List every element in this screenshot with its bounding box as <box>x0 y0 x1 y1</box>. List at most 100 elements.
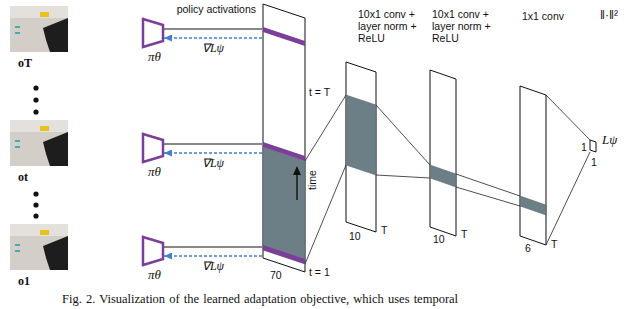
projection-line <box>546 152 590 245</box>
robot-arm <box>43 132 68 166</box>
teal-mark <box>15 244 20 246</box>
policy-network: πθ <box>142 133 164 163</box>
dimension-label: 1 <box>591 156 597 168</box>
gradient-label: ∇Lψ <box>201 156 225 171</box>
receptive-patch <box>430 165 456 187</box>
time-label: t = T <box>309 86 330 98</box>
projection-line <box>305 165 346 264</box>
node-shape <box>142 236 164 266</box>
node-shape <box>590 140 596 152</box>
timestep-band <box>263 245 305 264</box>
observation-label: o1 <box>18 274 30 289</box>
node-shape <box>142 18 164 48</box>
axis-label: time <box>306 170 318 190</box>
loss-output: Lψ <box>590 140 596 152</box>
node-shape <box>10 224 68 270</box>
time-arrowhead <box>293 166 301 175</box>
time-label: t = 1 <box>309 266 330 278</box>
layer-heading: 10x1 conv + layer norm + ReLU <box>432 8 502 44</box>
figure-caption: Fig. 2. Visualization of the learned ada… <box>62 292 458 307</box>
policy-network: πθ <box>142 18 164 48</box>
yellow-block <box>40 126 49 131</box>
dot <box>33 191 38 196</box>
teal-mark <box>15 250 20 252</box>
dimension-label: T <box>381 224 387 236</box>
layer-plane <box>430 70 456 236</box>
layer-plane <box>346 62 376 232</box>
activation-line <box>164 29 262 30</box>
node-shape <box>520 86 546 245</box>
node-shape <box>10 120 68 166</box>
photo-wall <box>10 120 68 132</box>
photo-ground <box>10 6 68 52</box>
node-shape <box>10 6 68 52</box>
dimension-label: 1 <box>581 141 587 153</box>
dimension-label: 10 <box>433 233 445 245</box>
policy-label: πθ <box>148 267 161 283</box>
dimension-label: 6 <box>525 242 531 254</box>
conv-layer: 10x1 conv + layer norm + ReLU <box>430 70 456 236</box>
observation-image: ot <box>10 120 68 166</box>
projection-line <box>456 174 520 196</box>
receptive-patch <box>520 196 546 215</box>
network-trapezoid <box>143 19 163 47</box>
robot-arm <box>43 236 68 270</box>
projection-line <box>456 187 520 206</box>
photo-wall <box>10 224 68 236</box>
layer-plane <box>263 4 305 272</box>
projection-line <box>305 95 346 161</box>
observation-label: ot <box>18 170 28 185</box>
observation-label: oT <box>18 56 32 71</box>
gradient-arrow <box>164 37 262 39</box>
photo-ground <box>10 120 68 166</box>
yellow-block <box>40 12 49 17</box>
node-shape <box>430 70 456 236</box>
activation-line <box>164 247 262 248</box>
layer-plane <box>590 140 596 152</box>
time-arrow <box>296 174 297 200</box>
receptive-patch <box>263 147 305 264</box>
loss-label: Lψ <box>602 132 617 148</box>
dot <box>33 109 38 114</box>
photo-ground <box>10 224 68 270</box>
teal-mark <box>15 26 20 28</box>
layer-heading: 1x1 conv <box>522 10 564 22</box>
gradient-arrow <box>164 255 262 257</box>
gradient-label: ∇Lψ <box>201 41 225 56</box>
network-trapezoid <box>143 134 163 162</box>
timestep-band <box>263 27 305 46</box>
conv-layer: 10x1 conv + layer norm + ReLU <box>346 62 376 232</box>
observation-image: o1 <box>10 224 68 270</box>
timestep-band <box>263 142 305 161</box>
teal-mark <box>15 32 20 34</box>
activation-plane: policy activations <box>262 4 306 276</box>
dot <box>33 97 38 102</box>
projection-line <box>546 95 590 140</box>
layer-heading: 10x1 conv + layer norm + ReLU <box>358 8 428 44</box>
node-shape <box>142 133 164 163</box>
observation-image: oT <box>10 6 68 52</box>
node-shape <box>346 62 376 232</box>
dimension-label: T <box>551 238 557 250</box>
gradient-label: ∇Lψ <box>201 259 225 274</box>
projection-line <box>376 105 430 165</box>
teal-mark <box>15 140 20 142</box>
activation-line <box>164 144 262 145</box>
network-trapezoid <box>143 237 163 265</box>
policy-label: πθ <box>148 164 161 180</box>
dot <box>33 202 38 207</box>
receptive-patch <box>346 95 376 175</box>
yellow-block <box>40 230 49 235</box>
norm-label: ‖·‖² <box>600 8 618 22</box>
dimension-label: 70 <box>270 269 282 281</box>
node-shape <box>262 4 306 276</box>
dot <box>33 85 38 90</box>
photo-wall <box>10 6 68 18</box>
teal-mark <box>15 146 20 148</box>
layer-heading: policy activations <box>177 3 256 15</box>
gradient-arrow <box>164 152 262 154</box>
projection-line <box>376 175 430 178</box>
dimension-label: T <box>461 228 467 240</box>
dimension-label: 10 <box>349 230 361 242</box>
